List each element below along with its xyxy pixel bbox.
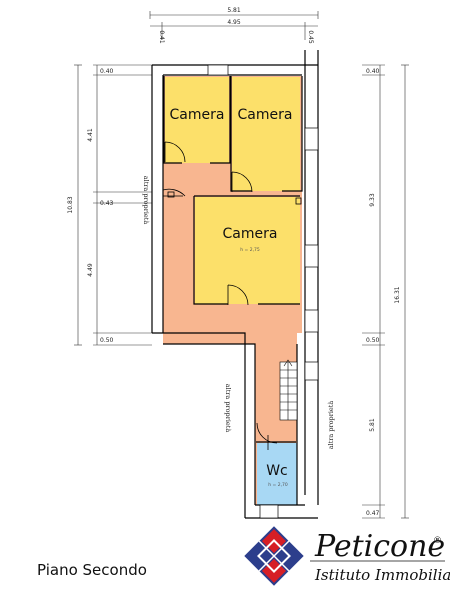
windows <box>207 64 319 519</box>
brand-registered: ® <box>433 536 442 546</box>
altra-proprieta-right: altra proprietà <box>326 401 335 450</box>
dim-top-inner: 4.95 <box>227 19 241 26</box>
camera-1-fill <box>165 77 229 163</box>
walls <box>151 50 319 519</box>
brand-subtitle: Istituto Immobiliare <box>314 566 450 584</box>
dim-right-upper: 9.33 <box>369 193 376 207</box>
altra-proprieta-left: altra proprietà <box>142 176 151 225</box>
dim-left-lower: 4.49 <box>87 263 94 277</box>
floor-caption: Piano Secondo <box>37 561 147 579</box>
wc-height: h = 2,70 <box>268 482 288 488</box>
dim-right-mid: 0.50 <box>366 337 380 344</box>
dim-top-right-wall: 0.45 <box>307 30 314 44</box>
altra-proprieta-lower: altra proprietà <box>224 384 233 433</box>
dim-right-total: 16.31 <box>394 286 401 303</box>
left-dimensions <box>74 64 152 346</box>
brand-name: Peticone <box>314 529 445 564</box>
dim-top-left-wall: 0.41 <box>158 30 165 44</box>
room-fills <box>163 76 302 505</box>
dim-left-total: 10.83 <box>67 196 74 213</box>
right-dimensions <box>362 64 409 519</box>
dim-right-top: 0.40 <box>366 68 380 75</box>
dim-left-bottom: 0.50 <box>100 337 114 344</box>
peticone-logo-icon <box>244 526 304 586</box>
dim-left-top: 0.40 <box>100 68 114 75</box>
wc-label: Wc <box>266 463 288 479</box>
dim-right-bottom: 0.47 <box>366 510 380 517</box>
fixtures <box>167 191 302 450</box>
door-swings <box>162 141 278 444</box>
camera-3-height: h = 2,75 <box>240 247 260 253</box>
camera-2-label: Camera <box>238 107 293 123</box>
dim-right-lower: 5.81 <box>369 418 376 432</box>
dim-top-total: 5.81 <box>227 7 241 14</box>
dim-left-mid: 0.43 <box>100 200 114 207</box>
camera-2-fill <box>232 77 300 191</box>
top-dimensions <box>149 11 319 40</box>
camera-1-label: Camera <box>170 107 225 123</box>
camera-3-fill <box>195 197 300 304</box>
dim-left-upper: 4.41 <box>87 128 94 142</box>
camera-3-label: Camera <box>223 226 278 242</box>
wc-fill <box>257 443 297 505</box>
staircase <box>279 359 298 421</box>
